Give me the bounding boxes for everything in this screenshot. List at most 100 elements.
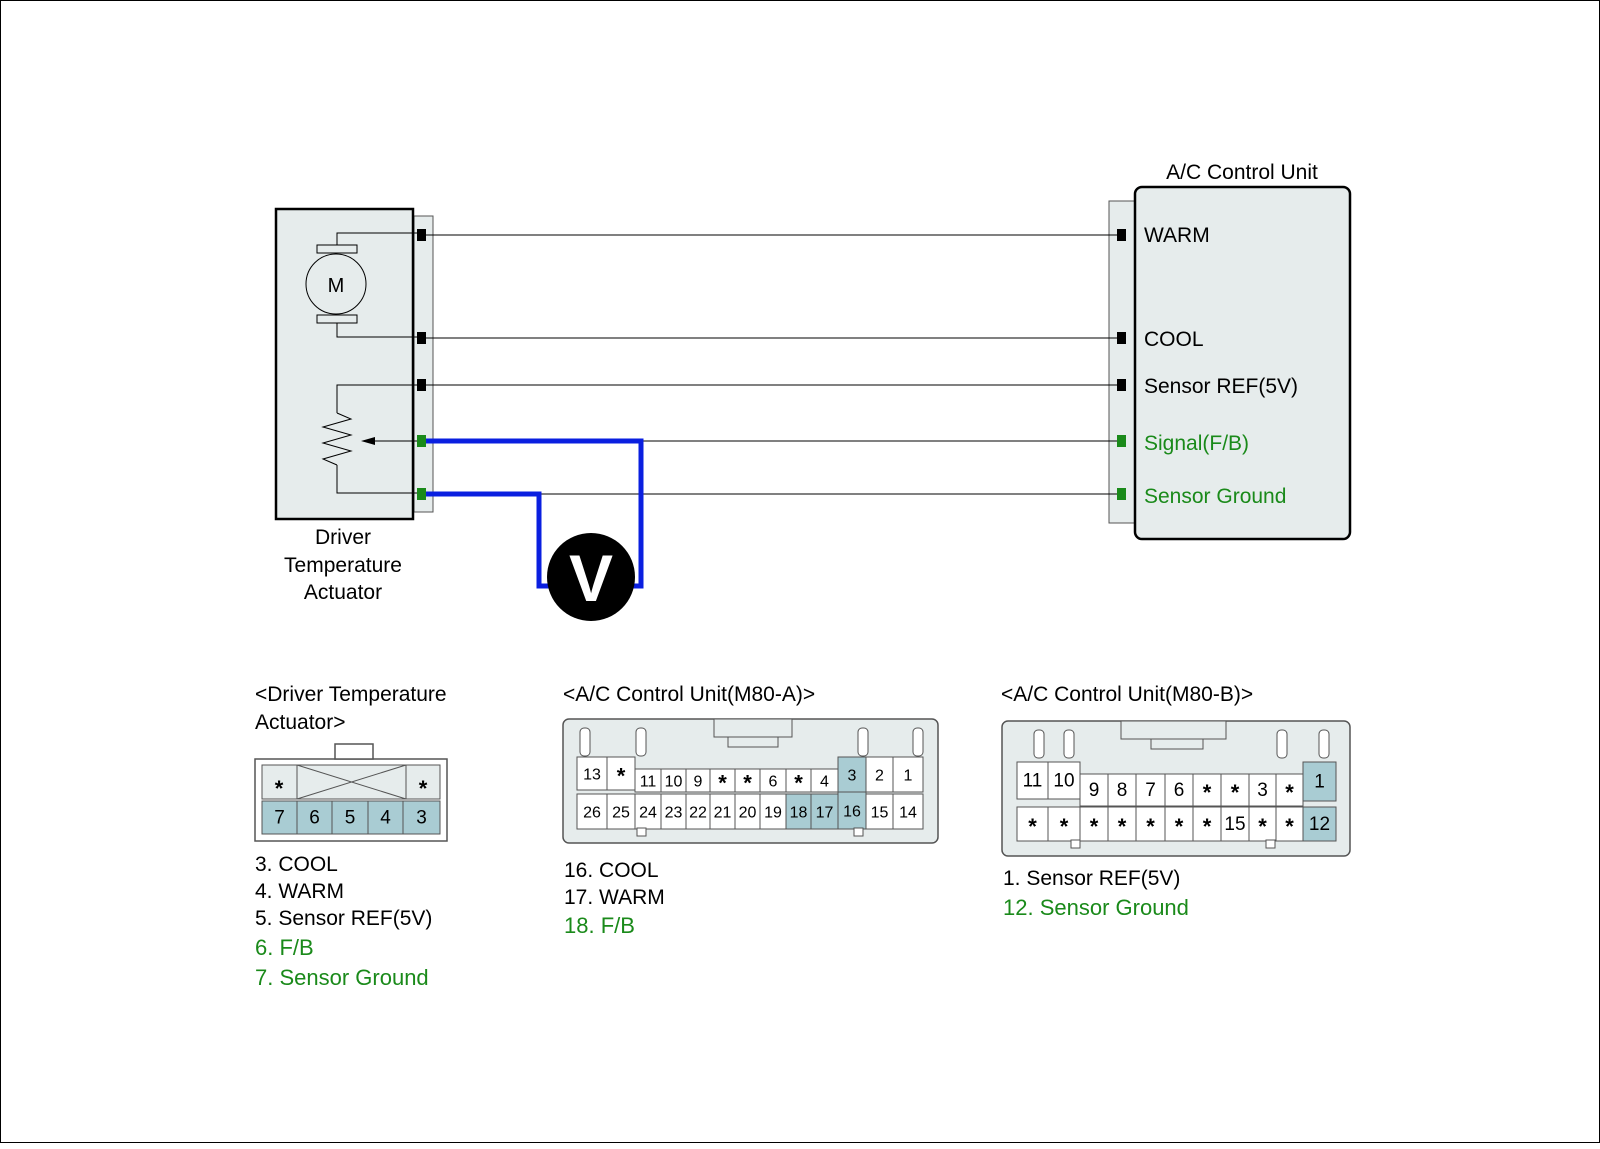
pin-number: 1 (1314, 772, 1325, 793)
pin-number: 23 (665, 805, 683, 822)
probe-lead-ground (426, 491, 553, 589)
pin-cell (1192, 806, 1222, 842)
pin-number: 14 (899, 805, 917, 822)
connector-driver-latch (334, 743, 374, 760)
pin-number: 7 (1145, 780, 1156, 801)
pin-cell (1135, 773, 1166, 807)
pin-cell (1302, 806, 1337, 842)
pin-cell (1275, 806, 1304, 842)
pin-number: 24 (639, 805, 657, 822)
actuator-component: M Driver Temperature Actuator (274, 207, 434, 604)
legend-item: 7. Sensor Ground (255, 965, 429, 990)
connector-m80b-latch (1150, 738, 1204, 750)
pin-cell (606, 793, 636, 830)
pin-cell (759, 793, 787, 830)
pin-number: * (1285, 814, 1294, 839)
pin-number: 17 (816, 805, 834, 822)
acu-terminal-signal-fb: Signal(F/B) (1144, 432, 1249, 455)
pin-number: 10 (1053, 771, 1074, 792)
pin-number: 11 (640, 774, 657, 791)
acu-terminal-sensor-ref: Sensor REF(5V) (1144, 375, 1298, 398)
pin-cell (1164, 773, 1194, 807)
pin-number: 8 (1117, 780, 1128, 801)
voltmeter: V (426, 438, 644, 621)
acu-pin (1117, 435, 1126, 447)
pin-number: 6 (309, 808, 320, 829)
pin-cell (1248, 773, 1277, 807)
pin-number: 1 (904, 768, 913, 785)
pin-cell (1302, 761, 1337, 802)
legend-item: 1. Sensor REF(5V) (1003, 867, 1180, 890)
pin-cell (1016, 806, 1049, 842)
pin-number: * (1028, 814, 1037, 839)
legend-item: 12. Sensor Ground (1003, 895, 1189, 920)
pin-number: 26 (583, 805, 601, 822)
actuator-pin (417, 332, 426, 344)
pin-number: 4 (380, 808, 391, 829)
pin-cell (1220, 773, 1250, 807)
actuator-name-line-1: Driver (315, 526, 371, 549)
acu-component: A/C Control Unit WARM COOL Sensor REF(5V… (1108, 161, 1352, 541)
pin-number: 2 (875, 768, 884, 785)
resistor-icon (321, 412, 353, 466)
pin-cell (1248, 806, 1277, 842)
pin-number: 7 (274, 808, 285, 829)
pin-cell (1079, 773, 1109, 807)
acu-body (1133, 185, 1352, 541)
pin-number: 10 (665, 774, 683, 791)
connector-m80a-latch (727, 736, 779, 748)
pin-cell (892, 793, 924, 830)
actuator-pin (417, 435, 426, 447)
acu-pin (1117, 229, 1126, 241)
legend-item: 6. F/B (255, 935, 314, 960)
connector-driver-title-line-2: Actuator> (255, 711, 345, 734)
acu-pin (1117, 332, 1126, 344)
pin-number: * (1118, 814, 1127, 839)
pin-number: * (1203, 780, 1212, 805)
pin-number: 3 (1257, 780, 1268, 801)
actuator-connector-strip (413, 215, 434, 513)
acu-terminal-sensor-ground: Sensor Ground (1144, 485, 1286, 508)
pin-number: 9 (1089, 780, 1100, 801)
pin-cell (837, 756, 867, 793)
pin-cell (837, 791, 867, 830)
pin-number: 13 (583, 767, 601, 784)
pin-cell (709, 793, 736, 830)
pin-number: 18 (790, 805, 808, 822)
pin-cell (367, 800, 404, 835)
pin-number: * (1146, 814, 1155, 839)
actuator-pin (417, 379, 426, 391)
motor-label: M (328, 275, 345, 297)
connector-driver-title-line-1: <Driver Temperature (255, 683, 447, 706)
pin-number: 5 (345, 808, 356, 829)
pin-number: * (1090, 814, 1099, 839)
voltmeter-label: V (569, 541, 613, 615)
pin-cell (606, 756, 636, 791)
acu-pin (1117, 488, 1126, 500)
pin-number: 3 (848, 768, 857, 785)
pin-number: 19 (764, 805, 782, 822)
pin-number: 22 (689, 805, 707, 822)
connector-m80a-title: <A/C Control Unit(M80-A)> (563, 683, 815, 706)
pin-number: * (743, 771, 752, 796)
pin-cell (1079, 806, 1109, 842)
pin-number: * (617, 764, 626, 789)
pin-number: * (1231, 780, 1240, 805)
motor-icon (305, 253, 367, 315)
pin-number: * (1203, 814, 1212, 839)
pin-number: 20 (739, 805, 757, 822)
pin-cell (576, 756, 608, 791)
legend-item: 4. WARM (255, 880, 344, 903)
acu-connector-strip (1108, 200, 1138, 524)
connector-driver-top-pin: * (419, 776, 428, 801)
pin-number: 12 (1309, 814, 1330, 835)
pin-number: 25 (612, 805, 630, 822)
pin-number: * (1258, 814, 1267, 839)
pin-number: * (718, 771, 727, 796)
